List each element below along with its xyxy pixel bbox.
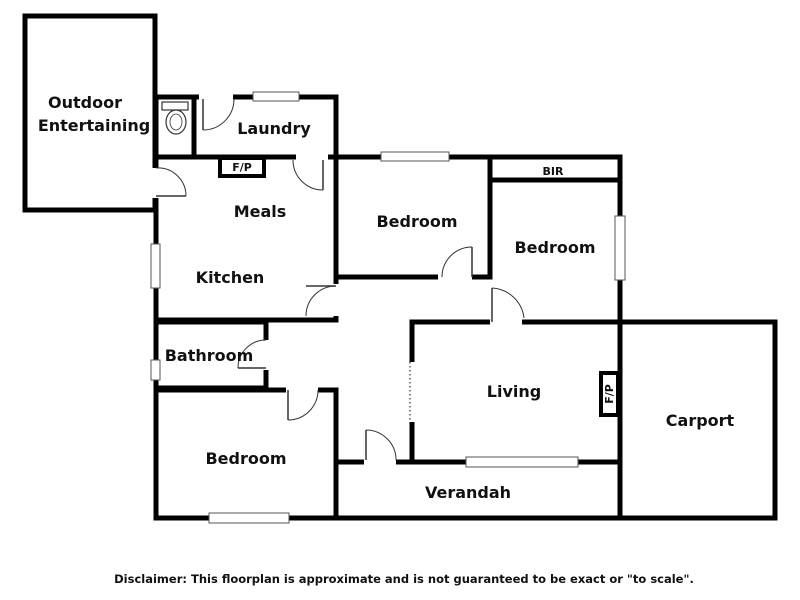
room-label-bir: BIR xyxy=(543,165,564,178)
window-laundry xyxy=(252,91,300,102)
fireplace-kitchen-label: F/P xyxy=(232,161,252,174)
room-label-bedroom-center: Bedroom xyxy=(376,212,457,231)
fireplace-living-label: F/P xyxy=(603,384,616,404)
wall-outdoor-entertaining xyxy=(22,13,158,213)
window-living xyxy=(465,456,579,468)
room-label-kitchen: Kitchen xyxy=(196,268,265,287)
toilet-icon xyxy=(161,101,189,135)
room-label-bathroom: Bathroom xyxy=(165,346,254,365)
window-bedroom-right xyxy=(614,215,626,281)
room-label-laundry: Laundry xyxy=(237,119,311,138)
window-bedroom-bottom xyxy=(208,512,290,524)
windows xyxy=(150,91,626,524)
window-bathroom xyxy=(150,359,161,381)
room-label-outdoor-line2: Entertaining xyxy=(38,116,150,135)
disclaimer-text: Disclaimer: This floorplan is approximat… xyxy=(114,572,694,586)
wall-laundry xyxy=(191,94,339,160)
fireplace-living: F/P xyxy=(599,371,620,417)
doorways xyxy=(152,94,522,466)
room-label-carport: Carport xyxy=(666,411,735,430)
window-kitchen xyxy=(150,243,161,289)
room-label-bedroom-bottom: Bedroom xyxy=(205,449,286,468)
room-label-bedroom-right: Bedroom xyxy=(514,238,595,257)
fireplace-kitchen: F/P xyxy=(218,156,266,178)
room-label-verandah: Verandah xyxy=(425,483,511,502)
doors xyxy=(155,98,525,461)
window-bedroom-center xyxy=(380,151,450,162)
room-label-meals: Meals xyxy=(234,202,287,221)
room-label-outdoor-line1: Outdoor xyxy=(48,93,122,112)
wall-carport xyxy=(617,319,778,521)
room-label-living: Living xyxy=(487,382,541,401)
walls xyxy=(22,13,778,521)
